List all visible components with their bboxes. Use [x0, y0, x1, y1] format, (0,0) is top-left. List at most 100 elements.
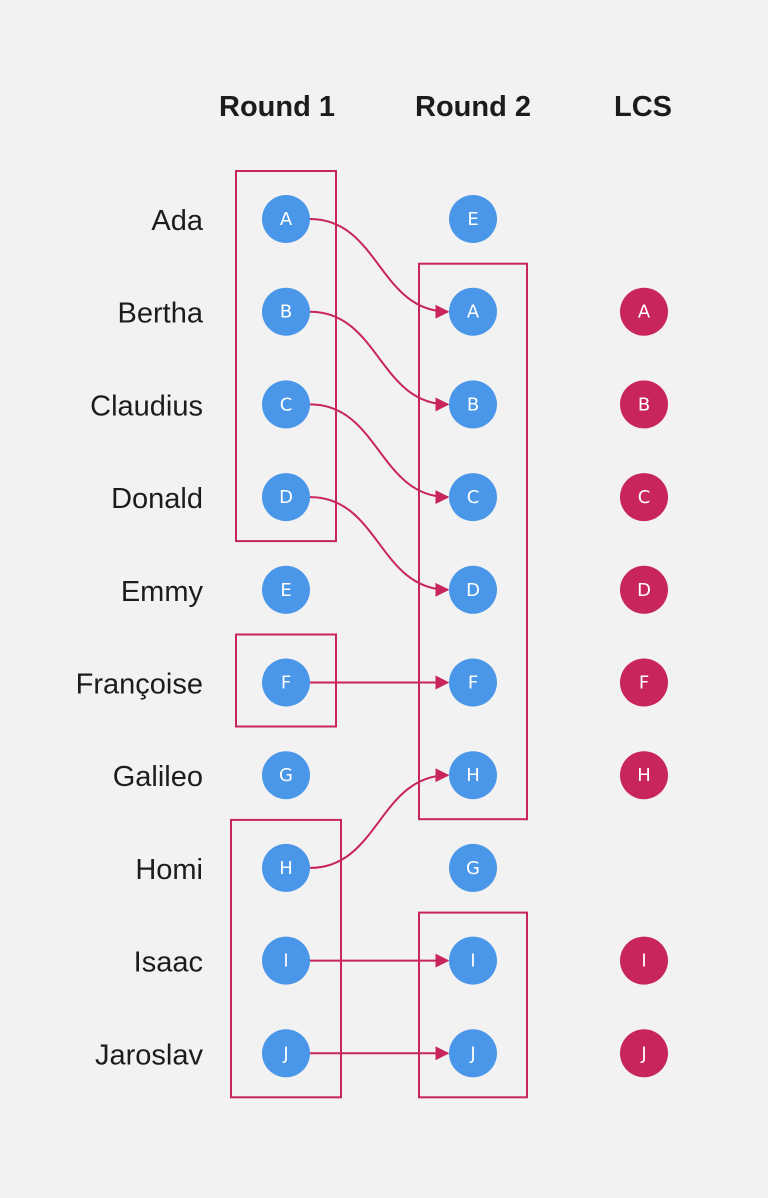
lcs-node-circle — [620, 380, 668, 429]
round2-node-letter: J — [469, 1043, 475, 1064]
round1-node-letter: J — [282, 1043, 288, 1064]
link-B — [309, 310, 450, 412]
lcs-node: C — [620, 473, 668, 522]
group-box-round1-0 — [235, 170, 337, 543]
round2-node-letter: C — [467, 487, 480, 508]
lcs-node-circle — [620, 287, 668, 336]
round2-node: A — [449, 287, 497, 336]
round2-node-letter: D — [466, 580, 480, 601]
group-box-round2-0 — [418, 262, 528, 821]
group-box-round1-2 — [230, 818, 342, 1099]
round1-node-letter: A — [280, 209, 293, 230]
lcs-node-circle — [620, 658, 668, 707]
round1-node: B — [262, 287, 310, 336]
group-boxes — [230, 170, 528, 1099]
lcs-node: F — [620, 658, 668, 707]
links — [309, 218, 450, 1061]
lcs-node: A — [620, 287, 668, 336]
round2-node-circle — [449, 287, 497, 336]
group-box-round2-1 — [418, 911, 528, 1099]
names-column: AdaBerthaClaudiusDonaldEmmyFrançoiseGali… — [76, 205, 204, 1071]
round1-node-letter: G — [279, 765, 293, 786]
round1-node: J — [262, 1029, 310, 1078]
lcs-node-circle — [620, 1029, 668, 1078]
lcs-node: I — [620, 936, 668, 985]
round2-node: E — [449, 195, 497, 243]
round2-node: J — [449, 1029, 497, 1078]
lcs-node-letter: J — [640, 1043, 646, 1064]
name-label: Jaroslav — [95, 1039, 203, 1071]
round1-node: C — [262, 380, 310, 429]
round1-node-letter: B — [280, 302, 292, 323]
name-label: Homi — [135, 854, 203, 886]
round2-node-circle — [449, 658, 497, 707]
round1-node-circle — [262, 473, 310, 522]
round1-node: F — [262, 658, 310, 707]
name-label: Bertha — [118, 298, 204, 330]
lcs-node-letter: C — [638, 487, 651, 508]
lcs-node-circle — [620, 473, 668, 522]
group-box-round1-1 — [235, 633, 337, 728]
round1-node: H — [262, 843, 310, 892]
round1-node-circle — [262, 565, 310, 614]
name-label: Emmy — [121, 576, 204, 608]
lcs-node-letter: B — [638, 394, 650, 415]
round1-node-circle — [262, 843, 310, 892]
lcs-node: J — [620, 1029, 668, 1078]
lcs-node-letter: D — [637, 580, 651, 601]
round1-node-letter: H — [279, 858, 293, 879]
header-round-1: Round 1 — [219, 91, 335, 123]
lcs-node-letter: F — [639, 673, 649, 694]
round1-node-circle — [262, 1029, 310, 1078]
lcs-node-letter: A — [638, 302, 651, 323]
round1-node-letter: F — [281, 673, 291, 694]
name-label: Ada — [151, 205, 203, 237]
round1-node-circle — [262, 195, 310, 243]
round2-node-letter: H — [466, 765, 480, 786]
link-C — [309, 403, 450, 505]
round2-node: G — [449, 843, 497, 892]
round2-node: C — [449, 473, 497, 522]
round2-node-circle — [449, 843, 497, 892]
round2-node-letter: B — [467, 394, 479, 415]
link-H — [309, 768, 450, 869]
name-label: Galileo — [113, 761, 203, 793]
round1-node: E — [262, 565, 310, 614]
round2-node-circle — [449, 1029, 497, 1078]
round2-node-circle — [449, 195, 497, 243]
lcs-node-circle — [620, 751, 668, 800]
round2-node: F — [449, 658, 497, 707]
round1-node-circle — [262, 287, 310, 336]
header-lcs: LCS — [614, 91, 672, 123]
round1-node: I — [262, 936, 310, 985]
round2-node-circle — [449, 473, 497, 522]
name-label: Isaac — [134, 947, 203, 979]
round2-node: H — [449, 751, 497, 800]
lcs-node: B — [620, 380, 668, 429]
lcs-node-circle — [620, 936, 668, 985]
round2-node: I — [449, 936, 497, 985]
lcs-node: D — [620, 565, 668, 614]
round1-node: G — [262, 751, 310, 800]
round1-node-letter: E — [280, 580, 291, 601]
round2-node-letter: E — [467, 209, 478, 230]
name-label: Donald — [111, 483, 203, 515]
lcs-node-letter: I — [641, 951, 646, 972]
round2-node-letter: G — [466, 858, 480, 879]
round2-node: B — [449, 380, 497, 429]
round1-node: A — [262, 195, 310, 243]
round2-node-letter: A — [467, 302, 480, 323]
round1-node-circle — [262, 936, 310, 985]
round2-node-circle — [449, 936, 497, 985]
round1-node-circle — [262, 380, 310, 429]
round2-node-circle — [449, 380, 497, 429]
round1-node-letter: D — [279, 487, 293, 508]
round2-node: D — [449, 565, 497, 614]
header-round-2: Round 2 — [415, 91, 531, 123]
round2-node-circle — [449, 751, 497, 800]
round2-node-circle — [449, 565, 497, 614]
round1-node: D — [262, 473, 310, 522]
lcs-node-circle — [620, 565, 668, 614]
